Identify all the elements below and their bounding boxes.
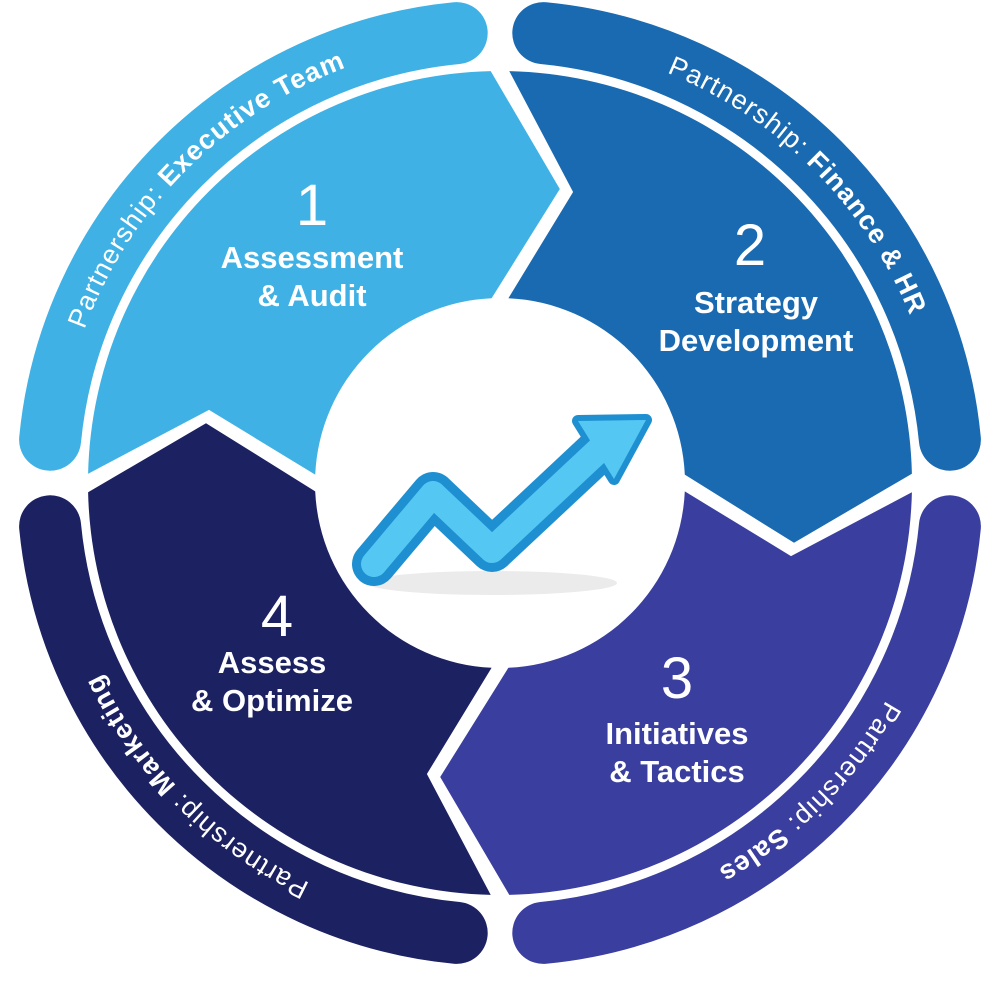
ring-arc-3 <box>512 495 981 964</box>
ring-arc-2 <box>512 2 981 471</box>
segment-4-shape <box>88 423 492 895</box>
segment-1-shape <box>88 71 560 475</box>
arrow-shaft <box>361 435 614 577</box>
segment-1-title: Assessment& Audit <box>221 240 404 313</box>
segment-4-title: Assess& Optimize <box>191 645 353 718</box>
segment-3-title: Initiatives& Tactics <box>606 716 749 789</box>
segment-3-shape <box>440 491 912 895</box>
ring-arc-4 <box>19 495 488 964</box>
segment-4-number: 4 <box>261 584 293 649</box>
growth-arrow-icon <box>352 414 652 595</box>
arrow-shadow <box>367 571 617 595</box>
segment-3-number: 3 <box>661 646 693 711</box>
arrow-head <box>578 420 646 479</box>
segment-2-number: 2 <box>734 213 766 278</box>
segment-2-shape <box>508 71 912 543</box>
segment-1-number: 1 <box>296 173 328 238</box>
ring-arc-1 <box>19 2 488 471</box>
